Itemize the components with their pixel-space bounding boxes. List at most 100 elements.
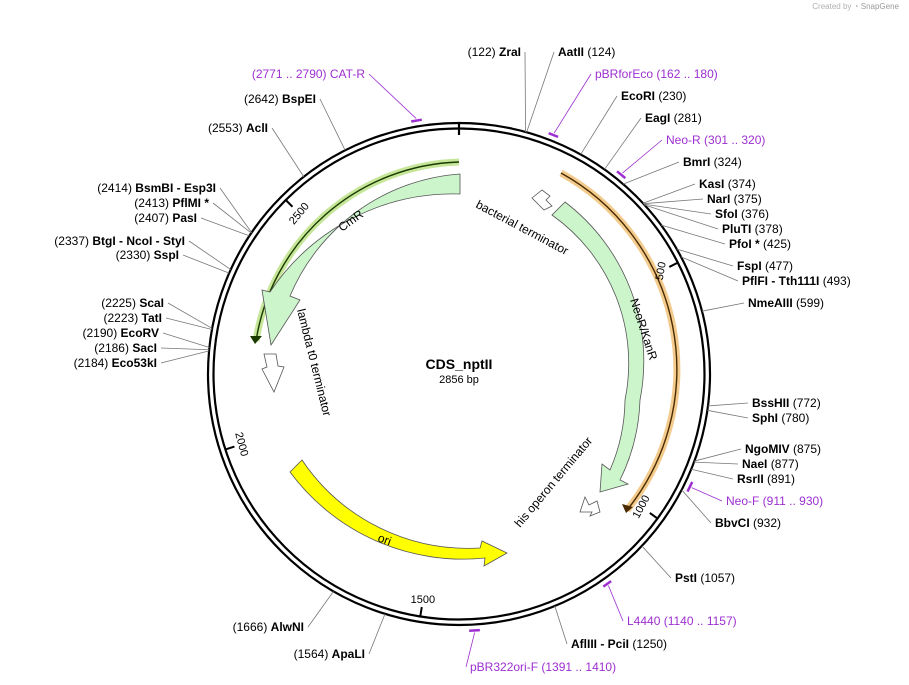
site-alwni[interactable]: (1666) AlwNI <box>233 620 304 634</box>
primer-mark-pbr322orif <box>469 628 480 633</box>
site-sphi[interactable]: SphI (780) <box>752 411 809 425</box>
primer-pbr322orif-name: pBR322ori-F <box>470 660 538 674</box>
leader-pasi <box>200 217 250 237</box>
feature-ori-label: ori <box>376 531 393 549</box>
site-rsrii[interactable]: RsrII (891) <box>737 472 795 486</box>
leader-pfoi <box>660 224 726 245</box>
primer-neof[interactable]: Neo-F (911 .. 930) <box>726 494 823 508</box>
leader-aatii <box>526 51 555 133</box>
primer-catr-coord: (2771 .. 2790) <box>252 67 330 81</box>
site-pfoi-name: PfoI * <box>729 237 760 251</box>
site-kasi[interactable]: KasI (374) <box>699 177 756 191</box>
site-zrai-name: ZraI <box>499 45 521 59</box>
site-ecori-name: EcoRI <box>621 89 655 103</box>
site-rsrii-name: RsrII <box>737 472 764 486</box>
leader-bbvci <box>681 489 712 524</box>
site-bmri-name: BmrI <box>683 155 710 169</box>
site-saci-coord: (2186) <box>94 341 132 355</box>
site-afliii[interactable]: AflIII - PciI (1250) <box>571 637 667 651</box>
site-besshii-name: BssHII <box>752 396 789 410</box>
site-afliii-coord: (1250) <box>629 637 667 651</box>
site-eagi-coord: (281) <box>670 111 701 125</box>
site-nmeaiii[interactable]: NmeAIII (599) <box>748 296 824 310</box>
site-alwni-coord: (1666) <box>233 620 271 634</box>
site-sspi[interactable]: (2330) SspI <box>116 248 179 262</box>
site-ecorv-name: EcoRV <box>121 326 159 340</box>
feature-ori-arrow <box>289 459 508 567</box>
site-bsmbi-coord: (2414) <box>97 181 135 195</box>
leader-afliii <box>554 605 568 645</box>
site-bmri[interactable]: BmrI (324) <box>683 155 742 169</box>
primer-pbrforeco-name: pBRforEco <box>595 67 653 81</box>
leader-kasi <box>642 183 696 204</box>
site-ngomiv[interactable]: NgoMIV (875) <box>745 442 821 456</box>
site-saci[interactable]: (2186) SacI <box>94 341 157 355</box>
site-scai-coord: (2225) <box>101 296 139 310</box>
site-eco53ki[interactable]: (2184) Eco53kI <box>74 356 157 370</box>
site-bbvci[interactable]: BbvCI (932) <box>715 516 781 530</box>
neo-orf-line <box>560 172 678 511</box>
site-apali[interactable]: (1564) ApaLI <box>294 647 365 661</box>
primer-mark-catr <box>411 118 423 123</box>
site-bsmbi[interactable]: (2414) BsmBI - Esp3I <box>97 181 216 195</box>
site-aatii[interactable]: AatII (124) <box>558 45 615 59</box>
leader-sspi <box>182 254 230 274</box>
watermark-brand: SnapGene <box>860 2 899 11</box>
site-acli[interactable]: (2553) AclI <box>208 121 268 135</box>
site-tati[interactable]: (2223) TatI <box>104 311 162 325</box>
primer-neor[interactable]: Neo-R (301 .. 320) <box>666 133 765 147</box>
site-btgi-name: BtgI - NcoI - StyI <box>92 234 185 248</box>
site-ecori[interactable]: EcoRI (230) <box>621 89 686 103</box>
primer-catr[interactable]: (2771 .. 2790) CAT-R <box>252 67 366 81</box>
site-eagi[interactable]: EagI (281) <box>645 111 702 125</box>
feature-lambda-terminator-arrow <box>261 353 285 393</box>
site-bbvci-coord: (932) <box>750 516 781 530</box>
site-psti-coord: (1057) <box>697 571 735 585</box>
site-pflmi-name: PflMI * <box>172 196 209 210</box>
primer-pbr322orif[interactable]: pBR322ori-F (1391 .. 1410) <box>470 660 616 674</box>
primer-l4440[interactable]: L4440 (1140 .. 1157) <box>627 614 737 628</box>
leader-pflmi <box>212 202 252 234</box>
site-scai[interactable]: (2225) ScaI <box>101 296 164 310</box>
site-fspi-name: FspI <box>737 259 762 273</box>
site-naei[interactable]: NaeI (877) <box>742 457 799 471</box>
site-besshii[interactable]: BssHII (772) <box>752 396 821 410</box>
primer-neof-coord: (911 .. 930) <box>759 494 823 508</box>
site-fspi-coord: (477) <box>762 259 793 273</box>
site-pflfi[interactable]: PflFI - Tth111I (493) <box>742 274 851 288</box>
site-acli-name: AclI <box>246 121 268 135</box>
site-besshii-coord: (772) <box>789 396 820 410</box>
primer-pbrforeco-coord: (162 .. 180) <box>653 67 718 81</box>
primer-leader-pbr322orif <box>465 632 476 668</box>
snapgene-watermark: Created by ◔ SnapGene <box>812 2 899 11</box>
site-zrai[interactable]: (122) ZraI <box>468 45 521 59</box>
site-pfoi[interactable]: PfoI * (425) <box>729 237 791 251</box>
site-pflmi[interactable]: (2413) PflMI * <box>134 196 209 210</box>
site-psti[interactable]: PstI (1057) <box>675 571 735 585</box>
leader-ngomiv <box>694 448 742 462</box>
site-bspei[interactable]: (2642) BspEI <box>244 92 316 106</box>
site-afliii-name: AflIII - PciI <box>571 637 629 651</box>
plasmid-length: 2856 bp <box>439 374 479 386</box>
site-psti-name: PstI <box>675 571 697 585</box>
site-naei-coord: (877) <box>767 457 798 471</box>
site-pluti[interactable]: PluTI (378) <box>722 222 783 236</box>
site-aatii-coord: (124) <box>584 45 615 59</box>
site-fspi[interactable]: FspI (477) <box>737 259 793 273</box>
primer-pbrforeco[interactable]: pBRforEco (162 .. 180) <box>595 67 718 81</box>
site-sspi-coord: (2330) <box>116 248 154 262</box>
primer-leader-neor <box>622 139 663 174</box>
site-ecorv[interactable]: (2190) EcoRV <box>83 326 160 340</box>
site-pasi[interactable]: (2407) PasI <box>134 211 197 225</box>
site-ngomiv-name: NgoMIV <box>745 442 790 456</box>
site-btgi[interactable]: (2337) BtgI - NcoI - StyI <box>54 234 185 248</box>
watermark-prefix: Created by <box>812 2 852 11</box>
site-sfoi-coord: (376) <box>738 207 769 221</box>
feature-cmr-arrow <box>261 173 461 347</box>
site-aatii-name: AatII <box>558 45 584 59</box>
site-ecorv-coord: (2190) <box>83 326 121 340</box>
site-sfoi[interactable]: SfoI (376) <box>715 207 769 221</box>
site-rsrii-coord: (891) <box>764 472 795 486</box>
site-nari[interactable]: NarI (375) <box>707 192 762 206</box>
